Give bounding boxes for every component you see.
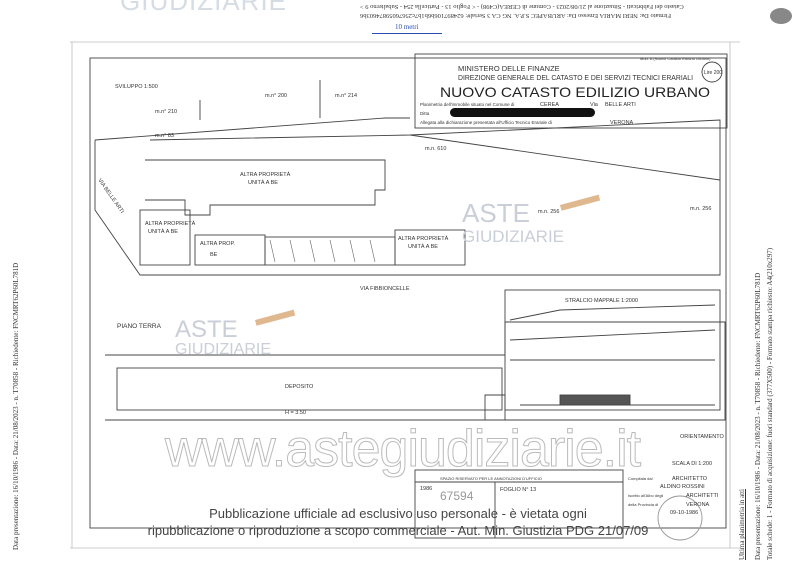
- label-altra-proprieta-4b: UNITÀ A BE: [408, 243, 438, 250]
- office-box-title: SPAZIO RISERVATO PER LE ANNOTAZIONI D'UF…: [440, 476, 542, 481]
- aste-watermarks: ASTE GIUDIZIARIE ASTE GIUDIZIARIE: [175, 194, 601, 358]
- albo: ARCHITETTI: [686, 493, 719, 499]
- row3-label: Allegata alla dichiarazione presentata a…: [420, 120, 552, 125]
- office-date: 09-10-1986: [670, 510, 698, 516]
- publication-line1: Pubblicazione ufficiale ad esclusivo uso…: [209, 506, 587, 521]
- giudiziarie-watermark-1: GIUDIZIARIE: [462, 227, 564, 246]
- hammer-icon: [560, 194, 601, 211]
- label-altra-proprieta-2b: UNITÀ A BE: [148, 228, 178, 235]
- via-value: BELLE ARTI: [605, 102, 636, 108]
- label-height: H = 3.50: [285, 410, 306, 416]
- label-via-fibbioncelle: VIA FIBBIONCELLE: [360, 286, 410, 292]
- compilatore-name: ALDINO ROSSINI: [660, 484, 705, 490]
- seal-icon: [770, 8, 792, 24]
- provincia-label: della Provincia di: [628, 502, 658, 507]
- publication-notice: Pubblicazione ufficiale ad esclusivo uso…: [118, 505, 678, 539]
- comune: CEREA: [540, 102, 559, 108]
- iscritto-label: Iscritto all'Albo degli: [628, 493, 663, 498]
- label-mn214: m.n° 214: [335, 93, 357, 99]
- publication-line2: ripubblicazione o riproduzione a scopo c…: [147, 523, 649, 538]
- giudiziarie-watermark-2: GIUDIZIARIE: [175, 341, 271, 358]
- compilatore-title: ARCHITETTO: [672, 476, 708, 482]
- price: Lire 200: [704, 70, 722, 76]
- label-altra-proprieta-3b: BE: [210, 252, 218, 258]
- label-altra-proprieta-3: ALTRA PROP.: [200, 241, 235, 247]
- provincia: VERONA: [686, 502, 710, 508]
- ufficio: VERONA: [610, 120, 634, 126]
- label-deposito: DEPOSITO: [285, 384, 314, 390]
- model: Mod. A (Nuovo Catasto Edilizio Urbano): [640, 56, 711, 61]
- scale-label: 10 metri: [395, 23, 419, 31]
- label-orientamento: ORIENTAMENTO: [680, 434, 725, 440]
- label-stralcio: STRALCIO MAPPALE 1:2000: [565, 298, 638, 304]
- direction: DIREZIONE GENERALE DEL CATASTO E DEI SER…: [458, 75, 693, 82]
- office-number: 67594: [440, 489, 474, 503]
- form-title: NUOVO CATASTO EDILIZIO URBANO: [440, 84, 710, 100]
- aste-watermark-1: ASTE: [462, 198, 530, 228]
- row1-label: Planimetria dell'immobile situato nel Co…: [420, 102, 514, 107]
- label-altra-proprieta-1: ALTRA PROPRIETÀ: [240, 171, 291, 178]
- compilata-label: Compilata dal: [628, 476, 653, 481]
- watermark-top: GIUDIZIARIE: [120, 0, 288, 16]
- office-foglio: FOGLIO N° 13: [500, 487, 536, 493]
- hammer-icon: [255, 309, 296, 326]
- office-year: 1986: [420, 486, 432, 492]
- label-altra-proprieta-2: ALTRA PROPRIETÀ: [145, 220, 196, 227]
- via-label: Via: [590, 102, 599, 108]
- label-altra-proprieta-1b: UNITÀ A BE: [248, 179, 278, 186]
- label-sviluppo: SVILUPPO 1:500: [115, 84, 158, 90]
- redaction-bar: [450, 108, 595, 117]
- ministry: MINISTERO DELLE FINANZE: [458, 64, 560, 73]
- label-mn210: m.n° 210: [155, 109, 177, 115]
- label-mn256b: m.n. 256: [690, 206, 711, 212]
- label-via-belle-arti: VIA BELLE ARTI: [96, 178, 125, 215]
- label-piano-terra: PIANO TERRA: [117, 323, 162, 330]
- site-watermark: www.astegiudiziarie.it: [164, 420, 641, 478]
- label-altra-proprieta-4: ALTRA PROPRIETÀ: [398, 235, 449, 242]
- label-mn200: m.n° 200: [265, 93, 287, 99]
- row2-label: Ditta: [420, 111, 430, 116]
- label-mn83: m.n° 83: [155, 133, 174, 139]
- aste-watermark-2: ASTE: [175, 316, 238, 343]
- label-mn610: m.n. 610: [425, 146, 446, 152]
- scale-bar: [372, 33, 442, 34]
- label-mn256: m.n. 256: [538, 209, 559, 215]
- label-scala: SCALA DI 1:200: [672, 461, 712, 467]
